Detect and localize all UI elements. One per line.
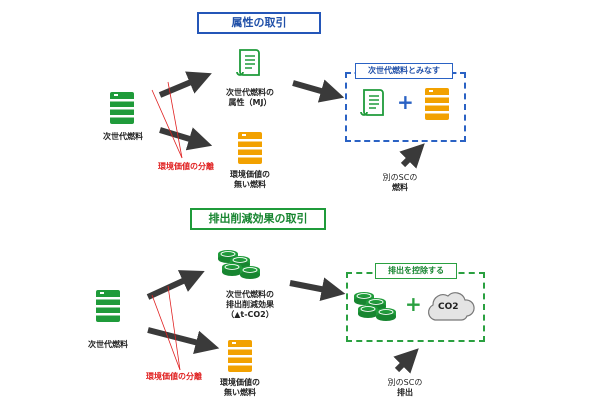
other-label-1: 別のSCの 燃料 xyxy=(382,173,418,192)
out-top-label-2: 次世代燃料の 排出削減効果 （▲t-CO2） xyxy=(226,290,274,319)
split-label-1: 環境価値の分離 xyxy=(158,162,214,171)
plus-sign-1: + xyxy=(397,90,414,114)
source-label-2: 次世代燃料 xyxy=(88,340,128,349)
source-label-1: 次世代燃料 xyxy=(103,132,143,141)
out-top-label-1: 次世代燃料の 属性（MJ） xyxy=(226,88,274,107)
section1-title: 属性の取引 xyxy=(197,12,321,34)
result-tag-2: 排出を控除する xyxy=(375,263,457,279)
coin-stack-icon xyxy=(217,249,261,280)
plus-sign-2: + xyxy=(405,292,422,316)
split-label-2: 環境価値の分離 xyxy=(146,372,202,381)
result-tag-1: 次世代燃料とみなす xyxy=(355,63,453,79)
out-bottom-label-1: 環境価値の 無い燃料 xyxy=(230,170,270,189)
barrel-icon xyxy=(227,340,253,372)
cloud-label: CO2 xyxy=(438,302,459,312)
coin-stack-icon xyxy=(353,291,397,322)
section2-title: 排出削減効果の取引 xyxy=(190,208,326,230)
other-label-2: 別のSCの 排出 xyxy=(387,378,423,397)
co2-cloud-icon xyxy=(427,292,475,321)
out-bottom-label-2: 環境価値の 無い燃料 xyxy=(220,378,260,397)
